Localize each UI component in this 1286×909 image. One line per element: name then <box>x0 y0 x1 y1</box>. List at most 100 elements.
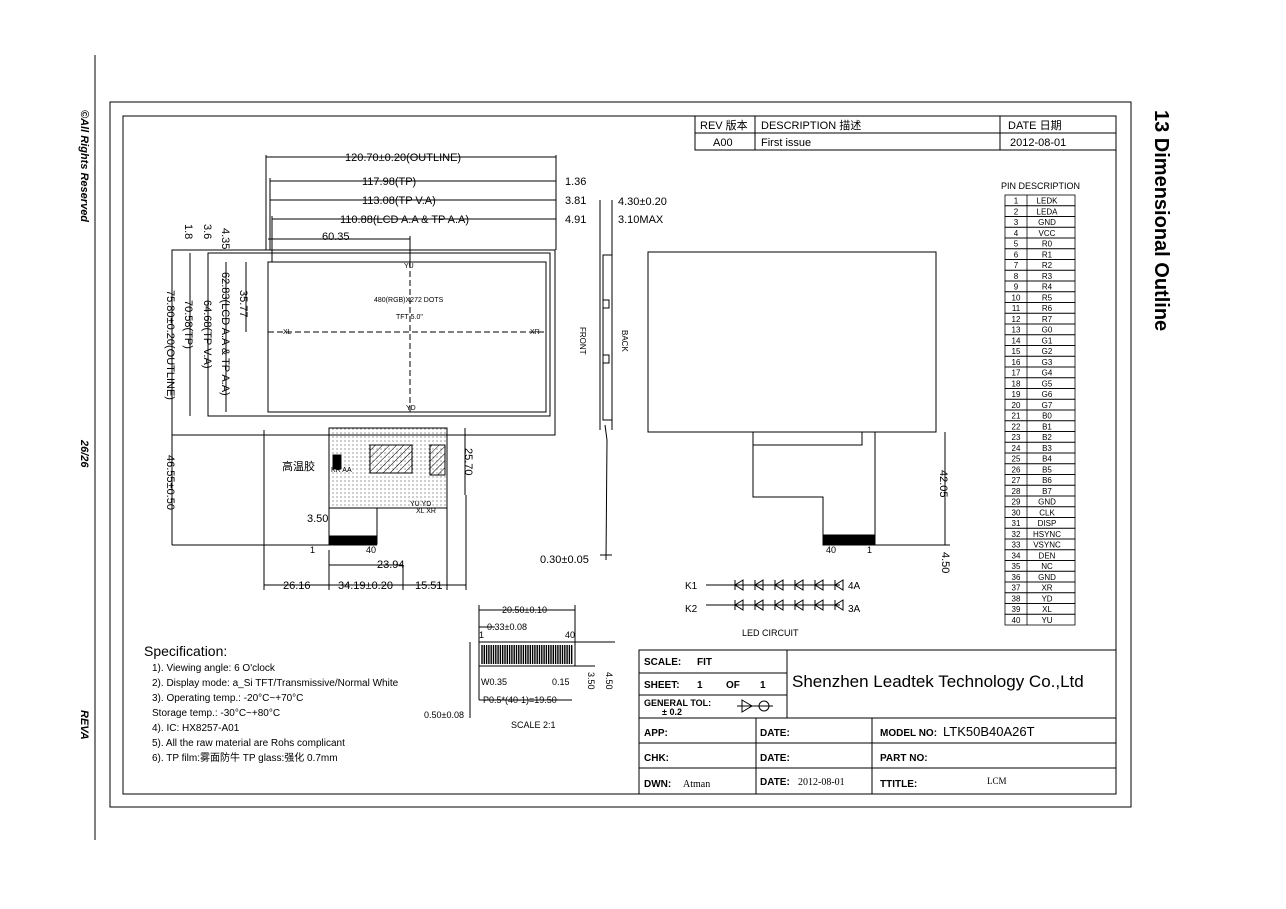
led-diode <box>774 579 784 591</box>
revision-table: REV 版本 DESCRIPTION 描述 DATE 日期 A00 First … <box>694 115 1117 151</box>
led-diode <box>794 579 804 591</box>
dim-25-70: 25.70 <box>462 448 474 476</box>
dim-outline-width: 120.70±0.20(OUTLINE) <box>345 152 461 164</box>
pin-number: 34 <box>1012 551 1021 560</box>
label-cn: 高温胶 <box>282 459 315 473</box>
dim-tp-width: 117.98(TP) <box>362 176 416 188</box>
fpc-width: 20.50±0.10 <box>502 605 547 615</box>
pin-signal: R4 <box>1042 283 1053 292</box>
dim-26-16: 26.16 <box>283 580 311 592</box>
pin-signal: YU <box>1041 616 1052 625</box>
pin-signal: GND <box>1038 498 1056 507</box>
dim-60-35: 60.35 <box>322 231 350 243</box>
pin-number: 2 <box>1014 207 1019 216</box>
rear-pin-40: 40 <box>826 545 836 555</box>
pin-number: 18 <box>1012 379 1021 388</box>
model-label: MODEL NO: <box>880 728 937 739</box>
fpc-pin-1: 1 <box>310 545 315 555</box>
fpc-350: 3.50 <box>586 672 596 690</box>
led-diode <box>754 599 764 611</box>
pin-signal: R5 <box>1042 293 1053 302</box>
title-block <box>638 649 1117 795</box>
pin-number: 22 <box>1012 422 1021 431</box>
date-label-3: DATE: <box>760 777 790 788</box>
pin-signal: R0 <box>1042 240 1053 249</box>
sheet-label: SHEET: <box>644 680 680 691</box>
dim-34-19: 34.19±0.20 <box>338 580 393 592</box>
pin-signal: DEN <box>1039 551 1056 560</box>
dim-46-55: 46.55±0.50 <box>164 455 176 510</box>
pin-number: 40 <box>1012 616 1021 625</box>
back-label: BACK <box>620 330 629 352</box>
led-diode <box>794 599 804 611</box>
ttitle-label: TTITLE: <box>880 779 917 790</box>
led-diode <box>734 579 744 591</box>
resolution-text: 480(RGB)X272 DOTS <box>374 297 444 304</box>
pin-number: 31 <box>1012 519 1021 528</box>
dwn-label: DWN: <box>644 779 671 790</box>
pin-number: 35 <box>1012 562 1021 571</box>
pin-signal: R7 <box>1042 315 1053 324</box>
sheet-value-2: 1 <box>760 680 766 691</box>
dim-3-50: 3.50 <box>307 513 328 525</box>
scale-label: SCALE: <box>644 657 681 668</box>
spec-line: Storage temp.: -30°C~+80°C <box>152 708 280 719</box>
spec-line: 4). IC: HX8257-A01 <box>152 723 240 734</box>
pin-signal: G2 <box>1042 347 1053 356</box>
date-header: DATE 日期 <box>1008 119 1062 132</box>
spec-line: 1). Viewing angle: 6 O'clock <box>152 663 276 674</box>
pin-signal: B6 <box>1042 476 1052 485</box>
dim-tp-va-width: 113.08(TP V.A) <box>362 195 436 207</box>
pin-number: 17 <box>1012 369 1021 378</box>
pin-number: 3 <box>1014 218 1019 227</box>
pin-number: 32 <box>1012 530 1021 539</box>
pin-signal: VCC <box>1039 229 1056 238</box>
pin-number: 10 <box>1012 293 1021 302</box>
pin-signal: G3 <box>1042 358 1053 367</box>
axis-xl: XL <box>283 329 292 336</box>
pin-number: 16 <box>1012 358 1021 367</box>
fpc-w015: 0.15 <box>552 677 570 687</box>
axis-yu: YU <box>404 263 414 270</box>
pin-signal: B5 <box>1042 465 1052 474</box>
spec-line: 2). Display mode: a_Si TFT/Transmissive/… <box>152 678 399 689</box>
active-area-rect <box>267 261 547 413</box>
pin-signal: B4 <box>1042 455 1052 464</box>
pin-signal: R1 <box>1042 250 1053 259</box>
led-diode <box>834 599 844 611</box>
spec-line: 6). TP film:雾面防牛 TP glass:强化 0.7mm <box>152 751 338 764</box>
part-label: PART NO: <box>880 753 928 764</box>
fpc-pin-1: 1 <box>479 630 484 640</box>
pin-number: 13 <box>1012 326 1021 335</box>
pin-signal: B2 <box>1042 433 1052 442</box>
pin-number: 15 <box>1012 347 1021 356</box>
pin-signal: CLK <box>1039 508 1055 517</box>
led-circuit: K1 K2 4A 3A LED CIRCUIT <box>685 579 861 638</box>
pin-number: 25 <box>1012 455 1021 464</box>
fpc-pin-40: 40 <box>366 545 376 555</box>
pin-number: 19 <box>1012 390 1021 399</box>
ttitle-value: LCM <box>987 776 1007 786</box>
led-a3: 3A <box>848 604 861 615</box>
led-diode <box>834 579 844 591</box>
front-label: FRONT <box>578 327 587 355</box>
dim-thickness: 4.30±0.20 <box>618 196 667 208</box>
tp-rect <box>207 252 551 417</box>
pin-signal: NC <box>1041 562 1053 571</box>
fpc-050: 0.50±0.08 <box>424 710 464 720</box>
dim-outline-height: 75.80±0.20(OUTLINE) <box>164 290 176 400</box>
fpc-pin-40: 40 <box>565 630 575 640</box>
fpc-scale: SCALE 2:1 <box>511 720 556 730</box>
dim-3-81: 3.81 <box>565 195 586 207</box>
pin-signal: XL <box>1042 605 1052 614</box>
pin-table-title: PIN DESCRIPTION <box>1001 181 1080 191</box>
fpc-pitch: P0.5*(40-1)=19.50 <box>483 695 557 705</box>
dim-3-6: 3.6 <box>201 224 213 239</box>
pin-number: 28 <box>1012 487 1021 496</box>
dim-4-50: 4.50 <box>939 552 951 573</box>
gtol-label: GENERAL TOL: <box>644 698 711 708</box>
side-view <box>599 200 613 561</box>
date-value: 2012-08-01 <box>1010 137 1066 149</box>
pin-signal: G1 <box>1042 336 1053 345</box>
tft-size-text: TFT 5.0" <box>396 314 423 321</box>
